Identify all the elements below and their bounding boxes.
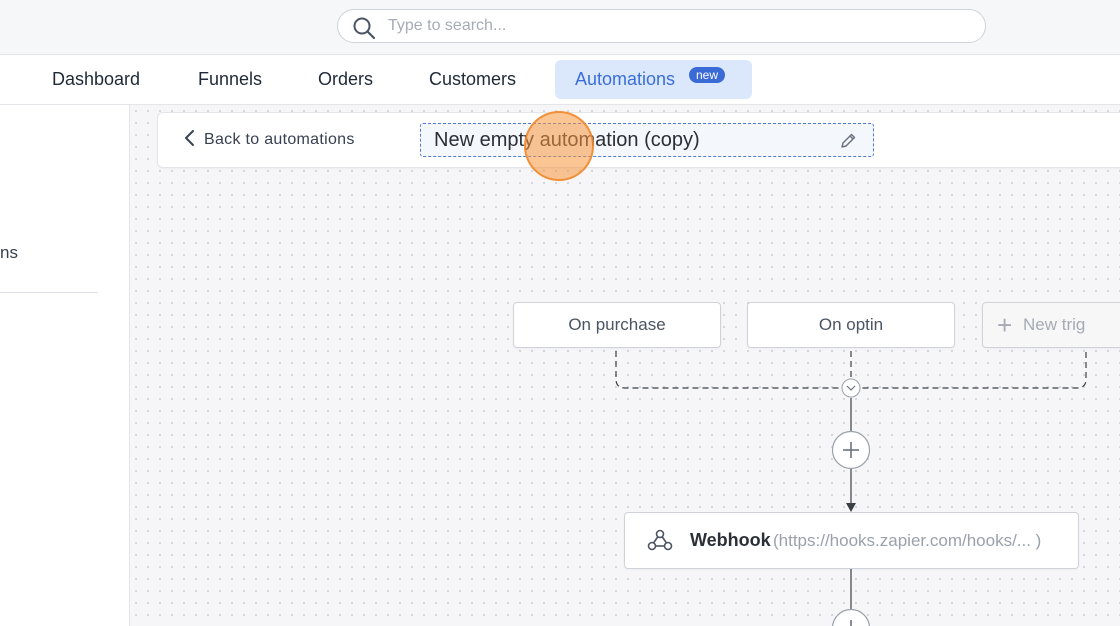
- webhook-icon: [647, 529, 673, 551]
- nav-automations-label: Automations: [575, 69, 676, 89]
- automation-canvas[interactable]: Back to automations New empty automation…: [130, 105, 1120, 626]
- search-icon: [353, 17, 376, 40]
- trigger-on-purchase[interactable]: On purchase: [513, 302, 721, 348]
- pencil-icon[interactable]: [839, 132, 857, 150]
- back-link-label: Back to automations: [204, 131, 355, 148]
- automation-title-field[interactable]: New empty automation (copy): [420, 123, 874, 157]
- trigger-on-optin[interactable]: On optin: [747, 302, 955, 348]
- nav-dashboard[interactable]: Dashboard: [52, 69, 141, 89]
- webhook-step-url: (https://hooks.zapier.com/hooks/... ): [773, 531, 1042, 550]
- search-input[interactable]: [388, 10, 948, 42]
- trigger-merge-connector: [615, 351, 1087, 389]
- nav-funnels[interactable]: Funnels: [198, 69, 263, 89]
- nav-orders[interactable]: Orders: [318, 69, 374, 89]
- plus-icon: +: [997, 310, 1013, 340]
- webhook-step-label: Webhook: [690, 530, 771, 550]
- merge-node-chevron-icon[interactable]: [841, 378, 861, 398]
- flow-connectors: [615, 351, 1087, 626]
- chevron-left-icon: [185, 130, 194, 147]
- nav-automations[interactable]: Automations new: [555, 60, 752, 99]
- sidebar-item-partial[interactable]: ns: [0, 243, 18, 262]
- automation-title: New empty automation (copy): [434, 129, 700, 151]
- back-to-automations-link[interactable]: Back to automations: [184, 113, 355, 167]
- search-bar[interactable]: [337, 9, 986, 43]
- automation-header: Back to automations New empty automation…: [157, 112, 1120, 168]
- webhook-step[interactable]: Webhook (https://hooks.zapier.com/hooks/…: [624, 512, 1079, 569]
- add-step-plus-icon[interactable]: [831, 430, 871, 470]
- new-trigger-label: New trig: [1023, 315, 1086, 334]
- new-badge: new: [689, 67, 726, 83]
- main-nav: Dashboard Funnels Orders Customers Autom…: [0, 55, 1120, 105]
- sidebar-divider: [0, 292, 98, 293]
- nav-customers[interactable]: Customers: [429, 69, 517, 89]
- add-step-plus-icon-bottom[interactable]: [832, 608, 870, 626]
- top-bar: [0, 0, 1120, 55]
- flow-arrow: [846, 503, 856, 512]
- new-trigger-button[interactable]: + New trig: [982, 302, 1120, 348]
- sidebar: ns: [0, 105, 130, 626]
